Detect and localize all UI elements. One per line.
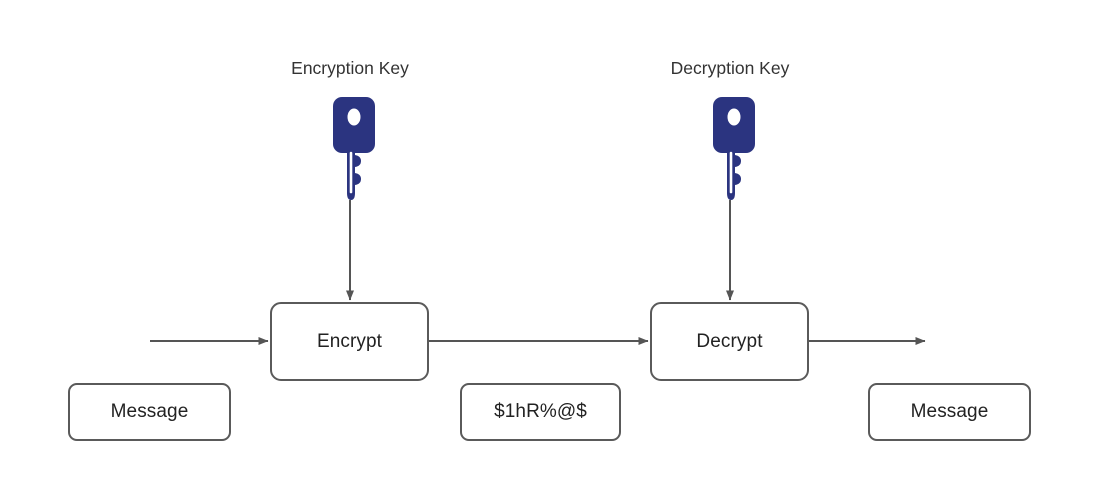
ciphertext-box[interactable]: $1hR%@$ xyxy=(460,383,621,441)
plaintext-message-output-box[interactable]: Message xyxy=(868,383,1031,441)
key-icon xyxy=(333,97,375,200)
encryption-key-icon xyxy=(327,97,375,201)
decryption-key-icon xyxy=(707,97,755,201)
encryption-key-label: Encryption Key xyxy=(291,58,409,78)
plaintext-message-input-box[interactable]: Message xyxy=(68,383,231,441)
decryption-key-label: Decryption Key xyxy=(670,58,790,78)
encrypt-process-box[interactable]: Encrypt xyxy=(270,302,429,381)
decrypt-process-box[interactable]: Decrypt xyxy=(650,302,809,381)
key-icon xyxy=(713,97,755,200)
